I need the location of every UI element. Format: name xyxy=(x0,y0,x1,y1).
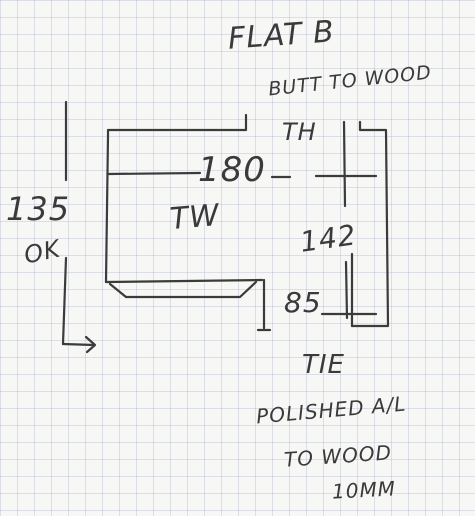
dimension-arrow xyxy=(61,335,97,354)
return-outer-edge xyxy=(350,120,390,328)
height-dimension: 135 xyxy=(6,190,71,228)
dimension-line-85 xyxy=(256,278,272,332)
dimension-line-135 xyxy=(61,100,68,346)
polished-edge-strip xyxy=(108,280,258,299)
th-label: TH xyxy=(282,118,317,146)
width-dimension: 180 xyxy=(198,150,266,190)
return-inner-edge xyxy=(342,120,349,320)
worktop-top-edge xyxy=(106,113,248,138)
worktop-bottom-edge xyxy=(104,278,264,284)
worktop-front-edge xyxy=(106,171,202,176)
tie-label: TIE xyxy=(302,350,345,380)
tw-label: TW xyxy=(168,197,222,238)
ten-mm-note: 10MM xyxy=(331,476,397,504)
gap-dimension: 85 xyxy=(284,286,322,319)
drawing-title: FLAT B xyxy=(226,14,336,57)
worktop-left-edge xyxy=(104,134,110,284)
